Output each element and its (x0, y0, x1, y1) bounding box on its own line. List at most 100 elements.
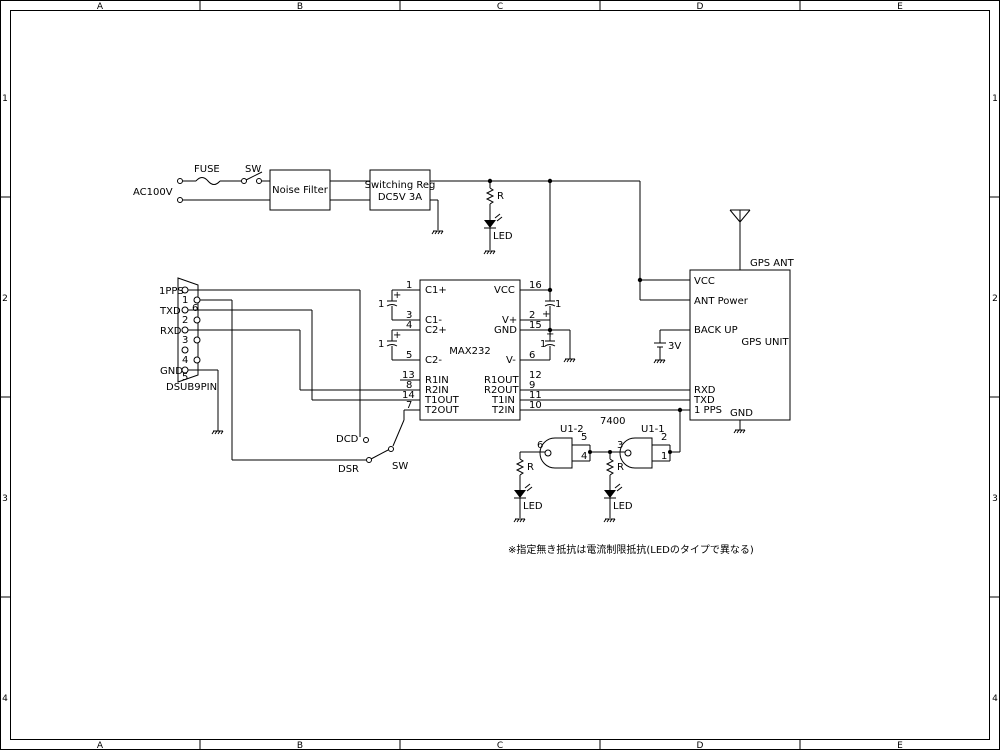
max232-pin-15-name: GND (494, 325, 517, 336)
max232-pin-9-name: R2OUT (484, 385, 520, 396)
col-label-b-top: B (297, 2, 303, 12)
gate-led-resistor-2 (606, 458, 614, 476)
row-label-1-right: 1 (992, 94, 998, 104)
dcd-terminal (363, 437, 369, 443)
max232-pin-11-name: T1IN (491, 395, 515, 406)
fuse-symbol (195, 177, 221, 185)
dsr-switch-label: SW (392, 461, 408, 472)
max232-pin-3-name: C1- (425, 315, 442, 326)
max232-pin-8-name: R2IN (425, 385, 449, 396)
max232-pin-11-num: 11 (529, 390, 542, 401)
dsr-switch-contact-2 (388, 446, 394, 452)
dsub-pin-9-circle (193, 356, 201, 364)
gps-pin-rxd: RXD (694, 385, 716, 396)
cap-vcc-label: 1 (555, 299, 561, 310)
dsr-switch-lever (370, 448, 391, 460)
noise-filter-label: Noise Filter (272, 185, 329, 196)
col-label-a-bottom: A (97, 741, 104, 750)
gps-pin-ant-power: ANT Power (694, 296, 749, 307)
max232-pin-8-num: 8 (406, 380, 412, 391)
signal-1pps-label: 1PPS (159, 286, 184, 297)
u1-1-name: U1-1 (641, 424, 665, 435)
power-led-resistor (486, 187, 494, 205)
regulator-box (369, 169, 431, 211)
regulator-label-line1: Switching Reg (365, 180, 436, 191)
cap-c2-icon (386, 340, 398, 347)
col-label-a-top: A (97, 2, 104, 12)
dsub-ground-icon (211, 430, 224, 435)
max232-pin-6-num: 6 (529, 350, 535, 361)
max232-pin-6-name: V- (506, 355, 516, 366)
max232-pin-12-name: R1OUT (484, 375, 520, 386)
u1-2-name: U1-2 (560, 424, 584, 435)
cap-vminus-plus: + (546, 329, 554, 340)
power-section: AC100V FUSE SW Noise Filter Switching Re… (133, 164, 640, 290)
dsub-pin-6-num: 6 (192, 303, 198, 314)
dsr-switch-contact (366, 457, 372, 463)
col-label-e-top: E (897, 2, 903, 12)
max232-pin-2-name: V+ (502, 315, 517, 326)
dsub-pin-7-circle (193, 316, 201, 324)
max232-pin-1-name: C1+ (425, 285, 447, 296)
dsub-pin-2-circle (181, 306, 189, 314)
gate-led-1-ground-icon (513, 518, 526, 523)
max232-body (419, 279, 521, 421)
dcd-label: DCD (336, 434, 359, 445)
gps-unit-body (689, 269, 791, 421)
col-label-b-bottom: B (297, 741, 303, 750)
max232-ground-icon (563, 358, 576, 363)
dsr-label: DSR (338, 464, 359, 475)
signal-rxd-label: RXD (160, 326, 182, 337)
max232-pin-5-num: 5 (406, 350, 412, 361)
max232-pin-7-name: T2OUT (424, 405, 460, 416)
power-led-icon (483, 213, 503, 229)
resistor-note: ※指定無き抵抗は電流制限抵抗(LEDのタイプで異なる) (508, 543, 754, 556)
cap-c2-label: 1 (378, 339, 384, 350)
col-label-c-top: C (497, 2, 503, 12)
max232-chip: MAX232 1 C1+ 3 C1- 4 C2+ 5 C2- 13 R1IN 8… (378, 279, 690, 421)
max232-pin-2-num: 2 (529, 310, 535, 321)
battery-label: 3V (668, 341, 681, 352)
dsub-pin-3-circle (181, 326, 189, 334)
power-led-ground-icon (483, 250, 496, 255)
max232-pin-14-name: T1OUT (424, 395, 460, 406)
gps-unit-name: GPS UNIT (741, 337, 789, 348)
noise-filter-box (269, 169, 331, 211)
gate-led-1-icon (513, 483, 533, 499)
u1-1-inverter-bubble (624, 449, 632, 457)
col-label-d-top: D (697, 2, 704, 12)
gate-led-resistor-1 (516, 458, 524, 476)
row-label-4-right: 4 (992, 694, 998, 704)
max232-pin-7-num: 7 (406, 400, 412, 411)
regulator-label-line2: DC5V 3A (378, 192, 422, 203)
power-led-label: LED (493, 231, 513, 242)
gps-pin-backup: BACK UP (694, 325, 738, 336)
max232-pin-1-num: 1 (406, 280, 412, 291)
row-label-3-right: 3 (992, 494, 998, 504)
cap-c1-icon (386, 300, 398, 307)
u1-1-gate-body (619, 437, 653, 469)
max232-pin-10-num: 10 (529, 400, 542, 411)
cap-c1-plus: + (393, 290, 401, 301)
gate-led-1-label: LED (523, 501, 543, 512)
u1-2-pin-b: 4 (581, 451, 587, 462)
cap-c1-label: 1 (378, 299, 384, 310)
max232-pin-13-num: 13 (402, 370, 415, 381)
max232-pin-4-num: 4 (406, 320, 412, 331)
dsub-pin-1-num: 1 (182, 295, 188, 306)
gate-led-2-ground-icon (603, 518, 616, 523)
ac-terminal-2 (177, 197, 183, 203)
u1-2-gate-body (539, 437, 573, 469)
gps-pin-vcc: VCC (694, 276, 715, 287)
power-switch-contact-2 (256, 178, 262, 184)
max232-pin-10-name: T2IN (491, 405, 515, 416)
u1-2-pin-a: 5 (581, 432, 587, 443)
nand-gates: 7400 U1-1 2 1 3 U1-2 5 4 6 R (513, 407, 683, 523)
u1-1-pin-b: 1 (661, 451, 667, 462)
dsub9-shell (177, 277, 199, 383)
max232-pin-15-num: 15 (529, 320, 542, 331)
col-label-d-bottom: D (697, 741, 704, 750)
signal-txd-label: TXD (159, 306, 181, 317)
gps-ground-icon (733, 429, 746, 434)
